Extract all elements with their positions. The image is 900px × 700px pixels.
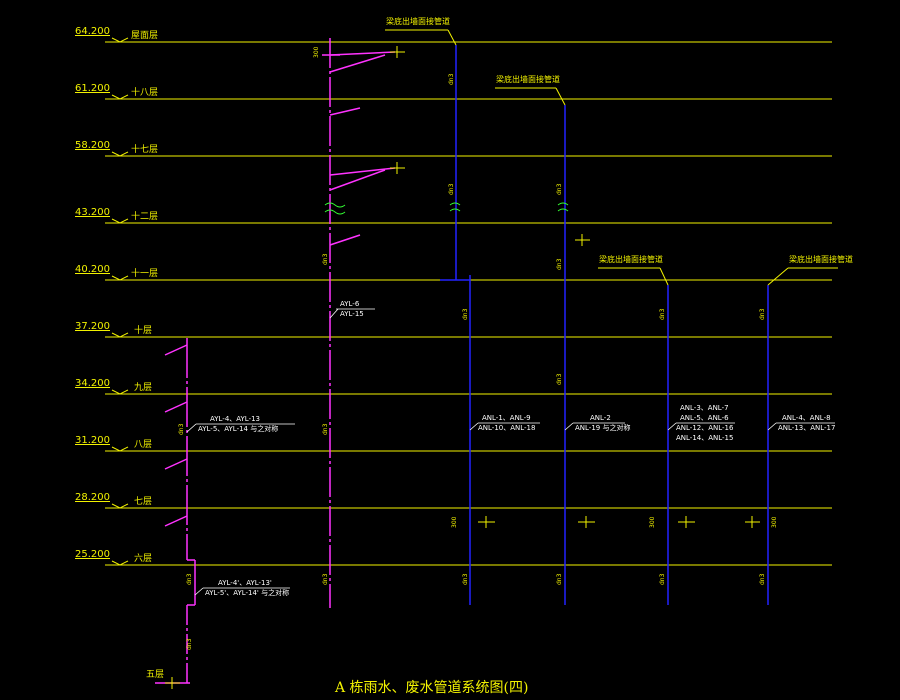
floor-name: 十一层 xyxy=(131,267,158,279)
elevation-marker-icon xyxy=(111,218,129,224)
rain-pipe-ayl-6 xyxy=(322,38,396,608)
pipe-size-marks: 300 dn3 dn3 dn3 dn3 dn3 dn3 dn3 dn3 dn3 … xyxy=(178,46,778,650)
elevation-marker-icon xyxy=(111,37,129,43)
note-3: 梁底出墙面接管道 xyxy=(599,254,663,264)
note-1: 梁底出墙面接管道 xyxy=(386,16,450,26)
svg-text:dn3: dn3 xyxy=(178,423,185,435)
svg-text:dn3: dn3 xyxy=(659,308,666,320)
label-anl-4-8: ANL-4、ANL-8 xyxy=(782,414,831,422)
floor-name: 八层 xyxy=(134,439,152,450)
label-ayl-15: AYL-15 xyxy=(340,310,364,318)
elevation-marker-icon xyxy=(111,332,129,338)
cleanout-symbols xyxy=(165,46,760,689)
svg-text:dn3: dn3 xyxy=(659,573,666,585)
label-ayl-5p-14p: AYL-5'、AYL-14' 与之对称 xyxy=(205,588,289,597)
floor-elevation: 37.200 xyxy=(75,321,110,332)
floor-name: 十七层 xyxy=(131,143,158,155)
svg-text:dn3: dn3 xyxy=(322,253,329,265)
elevation-marker-icon xyxy=(111,151,129,157)
elevation-marker-icon xyxy=(111,560,129,566)
bottom-floor-label: 五层 xyxy=(146,669,164,680)
floor-elevation: 28.200 xyxy=(75,492,110,503)
elevation-marker-icon xyxy=(111,389,129,395)
svg-text:dn3: dn3 xyxy=(462,573,469,585)
floor-elevation: 43.200 xyxy=(75,207,110,218)
label-anl-14-15: ANL-14、ANL-15 xyxy=(676,434,733,442)
label-ayl-4p-13p: AYL-4'、AYL-13' xyxy=(218,579,272,587)
flex-joint-symbols xyxy=(324,202,569,215)
label-ayl-6: AYL-6 xyxy=(340,300,360,308)
svg-text:dn3: dn3 xyxy=(186,638,193,650)
note-4: 梁底出墙面接管道 xyxy=(789,254,853,264)
svg-text:dn3: dn3 xyxy=(556,258,563,270)
elevation-marker-icon xyxy=(111,446,129,452)
elevation-marker-icon xyxy=(111,94,129,100)
floor-name: 十八层 xyxy=(131,86,158,98)
svg-text:dn3: dn3 xyxy=(322,573,329,585)
label-ayl-4-13: AYL-4、AYL-13 xyxy=(210,415,260,423)
svg-text:dn3: dn3 xyxy=(556,183,563,195)
floor-name: 九层 xyxy=(134,382,152,393)
svg-text:dn3: dn3 xyxy=(186,573,193,585)
floor-elevation: 61.200 xyxy=(75,83,110,94)
svg-text:300: 300 xyxy=(313,46,320,58)
label-anl-19: ANL-19 与之对称 xyxy=(575,423,630,432)
svg-text:dn3: dn3 xyxy=(462,308,469,320)
floor-elevation: 40.200 xyxy=(75,264,110,275)
floor-elevation: 31.200 xyxy=(75,435,110,446)
svg-text:dn3: dn3 xyxy=(556,373,563,385)
floor-levels: 64.200 屋面层 61.200 十八层 58.200 十七层 43.200 十二层 40.2… xyxy=(75,26,832,566)
label-ayl-5-14: AYL-5、AYL-14 与之对称 xyxy=(198,424,278,433)
floor-name: 六层 xyxy=(134,552,152,564)
svg-text:dn3: dn3 xyxy=(448,73,455,85)
elevation-marker-icon xyxy=(111,503,129,509)
label-anl-10-18: ANL-10、ANL-18 xyxy=(478,424,535,432)
floor-elevation: 64.200 xyxy=(75,26,110,37)
label-leaders xyxy=(186,308,835,596)
elevation-marker-icon xyxy=(111,275,129,281)
floor-name: 七层 xyxy=(134,496,152,507)
svg-text:dn3: dn3 xyxy=(322,423,329,435)
label-anl-5-6: ANL-5、ANL-6 xyxy=(680,414,729,422)
floor-elevation: 34.200 xyxy=(75,378,110,389)
rain-pipe-ayl-4 xyxy=(155,338,196,684)
label-anl-3-7: ANL-3、ANL-7 xyxy=(680,404,729,412)
note-2: 梁底出墙面接管道 xyxy=(496,74,560,84)
floor-name: 十层 xyxy=(134,324,152,336)
svg-text:300: 300 xyxy=(649,516,656,528)
floor-elevation: 25.200 xyxy=(75,549,110,560)
svg-text:dn3: dn3 xyxy=(556,573,563,585)
svg-text:dn3: dn3 xyxy=(448,183,455,195)
label-anl-2: ANL-2 xyxy=(590,414,611,422)
svg-text:300: 300 xyxy=(771,516,778,528)
label-anl-13-17: ANL-13、ANL-17 xyxy=(778,424,835,432)
label-anl-1-9: ANL-1、ANL-9 xyxy=(482,414,531,422)
note-leaders xyxy=(385,29,838,286)
label-anl-12-16: ANL-12、ANL-16 xyxy=(676,424,734,432)
floor-name: 十二层 xyxy=(131,210,158,222)
svg-text:dn3: dn3 xyxy=(759,573,766,585)
svg-text:dn3: dn3 xyxy=(759,308,766,320)
svg-text:300: 300 xyxy=(451,516,458,528)
floor-name: 屋面层 xyxy=(131,30,158,41)
drain-pipes xyxy=(440,45,769,605)
diagram-title: A 栋雨水、废水管道系统图(四) xyxy=(334,679,528,696)
floor-elevation: 58.200 xyxy=(75,140,110,151)
